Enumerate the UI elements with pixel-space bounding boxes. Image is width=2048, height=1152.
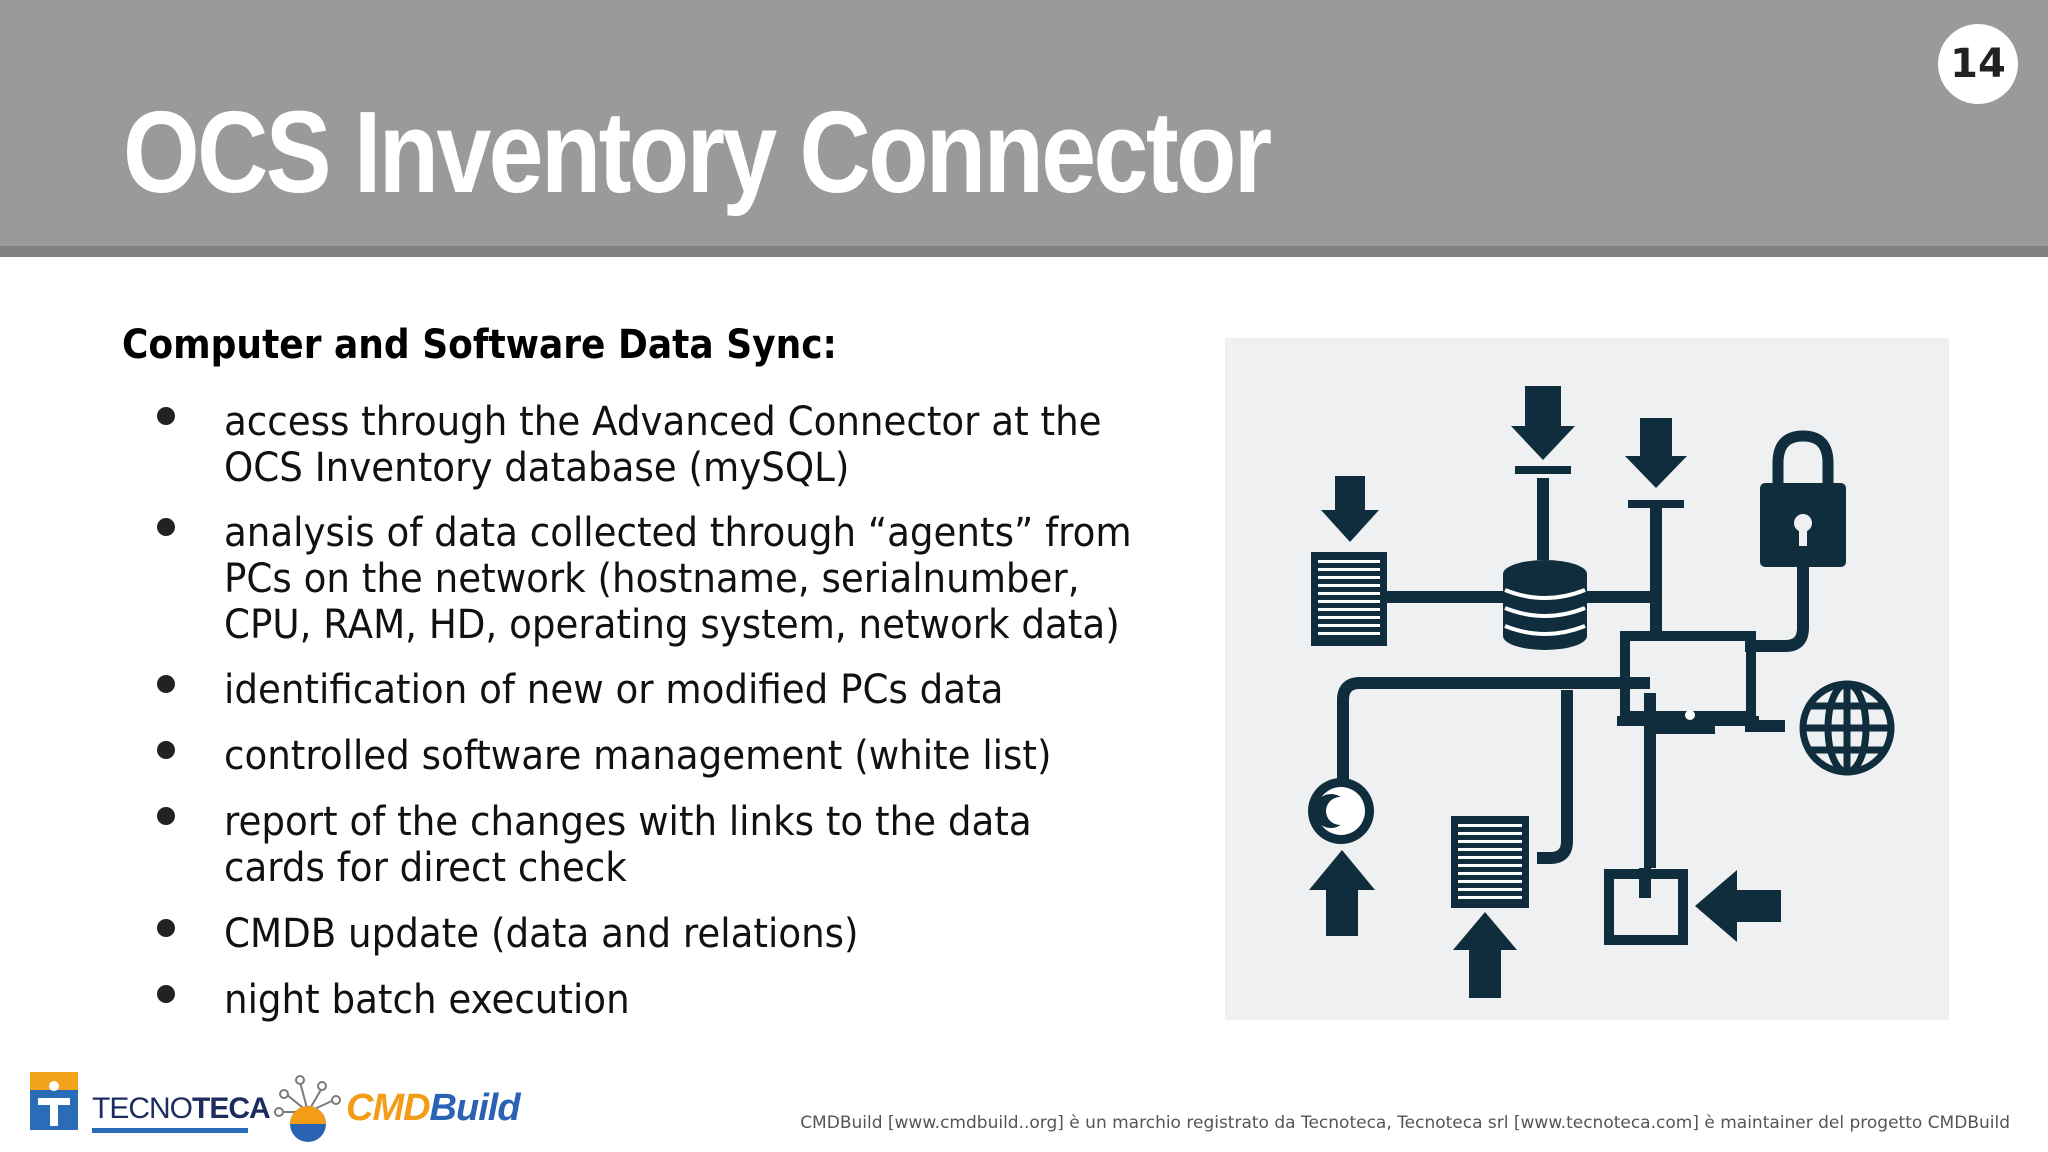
network-illustration — [1225, 338, 1949, 1020]
bullet-line: CPU, RAM, HD, operating system, network … — [224, 602, 1120, 648]
bullet-line: access through the Advanced Connector at… — [224, 399, 1102, 445]
globe-icon — [1799, 680, 1895, 776]
bullet-dot — [157, 675, 175, 693]
bullet-line: analysis of data collected through “agen… — [224, 510, 1132, 556]
document-icon — [1311, 552, 1387, 646]
cmdbuild-logo: CMDBuild — [346, 1086, 521, 1130]
monitor-icon — [1604, 869, 1688, 945]
upload-arrow-icon — [1453, 912, 1517, 998]
left-arrow-icon — [1695, 870, 1781, 942]
network-diagram — [1308, 386, 1895, 998]
bullet-line: PCs on the network (hostname, serialnumb… — [224, 556, 1080, 602]
bullet-line: controlled software management (white li… — [224, 733, 1052, 779]
tecnoteca-logo-text-bold: TECA — [192, 1092, 271, 1125]
bullet-line: identification of new or modified PCs da… — [224, 667, 1004, 713]
download-arrow-icon — [1321, 476, 1379, 542]
document-icon — [1451, 816, 1529, 908]
bullet-dot — [157, 919, 175, 937]
slide-title: OCS Inventory Connector — [123, 87, 1272, 217]
tecnoteca-logo: TECNOTECA — [92, 1092, 271, 1126]
section-heading: Computer and Software Data Sync: — [122, 322, 837, 368]
bullet-line: OCS Inventory database (mySQL) — [224, 445, 850, 491]
tecnoteca-logo-underline — [92, 1128, 248, 1133]
tecnoteca-logo-icon — [30, 1072, 78, 1130]
cmdbuild-logo-text-blue: Build — [429, 1087, 521, 1129]
tecnoteca-logo-text: TECNO — [92, 1092, 193, 1125]
slide-header — [0, 0, 2048, 246]
page-number-badge: 14 — [1938, 24, 2018, 104]
bullet-dot — [157, 985, 175, 1003]
moon-icon — [1308, 778, 1374, 844]
bullet-line: report of the changes with links to the … — [224, 799, 1032, 845]
bullet-line: cards for direct check — [224, 845, 627, 891]
database-icon — [1503, 560, 1587, 650]
bullet-dot — [157, 407, 175, 425]
padlock-icon — [1760, 430, 1846, 567]
header-divider — [0, 246, 2048, 257]
bullet-dot — [157, 807, 175, 825]
bullet-dot — [157, 741, 175, 759]
laptop-icon — [1617, 631, 1759, 726]
cmdbuild-logo-text: CMD — [346, 1087, 431, 1129]
download-arrow-icon — [1511, 386, 1575, 474]
download-arrow-icon — [1625, 418, 1687, 508]
bullet-dot — [157, 518, 175, 536]
upload-arrow-icon — [1309, 850, 1375, 936]
bullet-line: CMDB update (data and relations) — [224, 911, 859, 957]
cmdbuild-logo-icon — [274, 1075, 341, 1142]
bullet-line: night batch execution — [224, 977, 630, 1023]
footer-legal-text: CMDBuild [www.cmdbuild..org] è un marchi… — [800, 1113, 2010, 1133]
